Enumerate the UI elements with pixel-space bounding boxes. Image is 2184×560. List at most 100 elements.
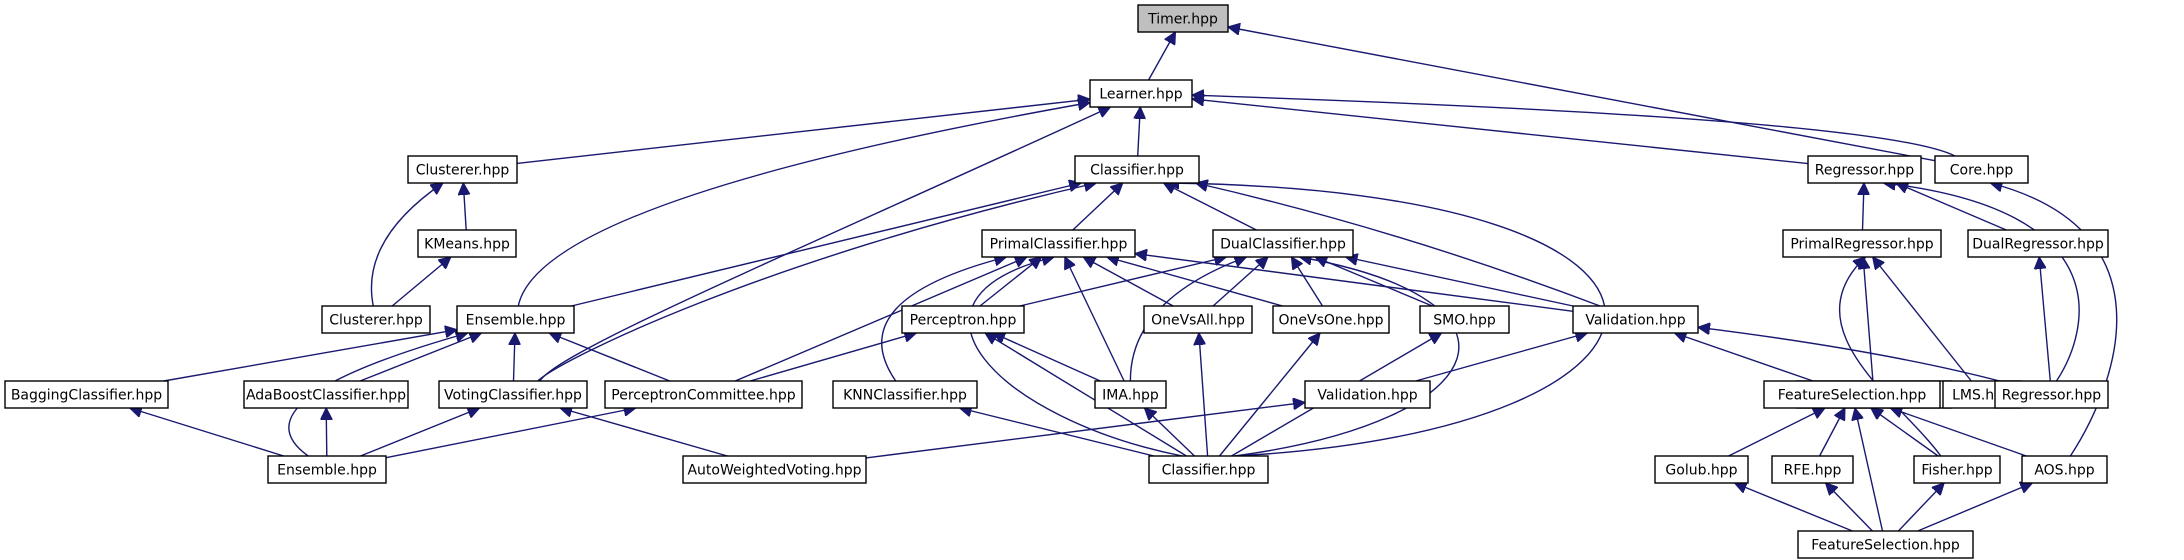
node-box[interactable] [417, 229, 517, 258]
node-box[interactable] [1771, 455, 1854, 484]
node-featureselection_h[interactable]: FeatureSelection.hpp [1763, 380, 1941, 409]
node-box[interactable] [4, 380, 169, 409]
node-box[interactable] [438, 380, 588, 409]
node-classifier_b[interactable]: Classifier.hpp [1148, 455, 1269, 484]
node-box[interactable] [456, 305, 575, 334]
edge-bagging-to-ensemble_h [163, 330, 457, 382]
edge-aos-to-core [1990, 183, 2118, 457]
edge-primalregressor-to-regressor_h [1863, 183, 1865, 231]
node-box[interactable] [1094, 380, 1167, 409]
node-onevsall[interactable]: OneVsAll.hpp [1143, 305, 1253, 334]
node-dualclassifier[interactable]: DualClassifier.hpp [1212, 229, 1354, 258]
node-ensemble_h[interactable]: Ensemble.hpp [456, 305, 575, 334]
node-box[interactable] [1419, 305, 1510, 334]
node-featureselection_b[interactable]: FeatureSelection.hpp [1797, 530, 1974, 559]
node-validation_h[interactable]: Validation.hpp [1572, 305, 1699, 334]
node-box[interactable] [1212, 229, 1354, 258]
node-ima[interactable]: IMA.hpp [1094, 380, 1167, 409]
node-bagging[interactable]: BaggingClassifier.hpp [4, 380, 169, 409]
node-label: OneVsOne.hpp [1279, 313, 1384, 329]
node-box[interactable] [1797, 530, 1974, 559]
node-box[interactable] [901, 305, 1025, 334]
node-box[interactable] [1994, 380, 2109, 409]
node-label: KMeans.hpp [424, 237, 510, 253]
node-box[interactable] [1763, 380, 1941, 409]
node-autoweightedvoting[interactable]: AutoWeightedVoting.hpp [682, 455, 867, 484]
node-box[interactable] [1807, 155, 1922, 184]
node-clusterer_h[interactable]: Clusterer.hpp [407, 155, 518, 184]
edge-voting-to-ensemble_h [514, 333, 516, 382]
node-label: FeatureSelection.hpp [1778, 388, 1927, 404]
node-regressor_h[interactable]: Regressor.hpp [1807, 155, 1922, 184]
node-box[interactable] [1272, 305, 1390, 334]
node-box[interactable] [1137, 4, 1229, 33]
edge-regressor_b-to-dualregressor [2039, 257, 2051, 382]
node-kmeans[interactable]: KMeans.hpp [417, 229, 517, 258]
node-core[interactable]: Core.hpp [1934, 155, 2029, 184]
node-classifier_h[interactable]: Classifier.hpp [1074, 155, 1200, 184]
node-box[interactable] [832, 380, 978, 409]
node-regressor_b[interactable]: Regressor.hpp [1994, 380, 2109, 409]
edge-rfe-to-featureselection_h [1818, 408, 1845, 457]
node-label: Core.hpp [1950, 163, 2014, 179]
node-box[interactable] [1782, 229, 1942, 258]
node-fisher[interactable]: Fisher.hpp [1913, 455, 2001, 484]
node-perceptron[interactable]: Perceptron.hpp [901, 305, 1025, 334]
node-label: IMA.hpp [1102, 388, 1159, 404]
edge-ensemble_b-to-bagging [130, 408, 284, 457]
node-box[interactable] [682, 455, 867, 484]
node-label: SMO.hpp [1433, 313, 1496, 329]
node-label: OneVsAll.hpp [1151, 313, 1245, 329]
node-dualregressor[interactable]: DualRegressor.hpp [1967, 229, 2109, 258]
edge-ensemble_h-to-learner [517, 103, 1090, 307]
node-box[interactable] [1572, 305, 1699, 334]
node-box[interactable] [1074, 155, 1200, 184]
node-label: Timer.hpp [1147, 12, 1218, 28]
node-primalclassifier[interactable]: PrimalClassifier.hpp [981, 229, 1136, 258]
node-box[interactable] [1913, 455, 2001, 484]
edge-validation_b-to-validation_h [1415, 333, 1588, 382]
node-box[interactable] [1089, 79, 1193, 108]
node-timer[interactable]: Timer.hpp [1137, 4, 1229, 33]
node-primalregressor[interactable]: PrimalRegressor.hpp [1782, 229, 1942, 258]
node-learner[interactable]: Learner.hpp [1089, 79, 1193, 108]
node-box[interactable] [321, 305, 431, 334]
node-box[interactable] [243, 380, 409, 409]
edge-voting-to-classifier_h [537, 183, 1096, 382]
node-adaboost[interactable]: AdaBoostClassifier.hpp [243, 380, 409, 409]
node-ensemble_b[interactable]: Ensemble.hpp [267, 455, 387, 484]
node-smo[interactable]: SMO.hpp [1419, 305, 1510, 334]
node-golub[interactable]: Golub.hpp [1654, 455, 1749, 484]
node-box[interactable] [981, 229, 1136, 258]
node-clusterer_b[interactable]: Clusterer.hpp [321, 305, 431, 334]
node-box[interactable] [604, 380, 803, 409]
node-label: KNNClassifier.hpp [843, 388, 967, 404]
edge-classifier_b-to-ima [1145, 408, 1195, 457]
node-box[interactable] [1934, 155, 2029, 184]
edge-clusterer_b-to-kmeans [391, 257, 451, 307]
node-box[interactable] [2021, 455, 2108, 484]
edge-dualclassifier-to-classifier_h [1164, 182, 1257, 231]
node-aos[interactable]: AOS.hpp [2021, 455, 2108, 484]
node-box[interactable] [1148, 455, 1269, 484]
node-voting[interactable]: VotingClassifier.hpp [438, 380, 588, 409]
node-rfe[interactable]: RFE.hpp [1771, 455, 1854, 484]
node-box[interactable] [1143, 305, 1253, 334]
node-box[interactable] [267, 455, 387, 484]
node-box[interactable] [1654, 455, 1749, 484]
node-label: AdaBoostClassifier.hpp [246, 388, 406, 404]
edge-ima-to-perceptron [993, 333, 1101, 382]
node-perceptroncommittee[interactable]: PerceptronCommittee.hpp [604, 380, 803, 409]
node-box[interactable] [407, 155, 518, 184]
node-label: Learner.hpp [1099, 87, 1182, 103]
edge-learner-to-timer [1147, 32, 1176, 81]
edge-classifier_b-to-perceptron [985, 333, 1187, 457]
edge-featureselection_b-to-aos [1917, 483, 2033, 532]
node-onevsone[interactable]: OneVsOne.hpp [1272, 305, 1390, 334]
node-box[interactable] [1967, 229, 2109, 258]
node-label: Regressor.hpp [1815, 163, 1914, 179]
node-knnclassifier[interactable]: KNNClassifier.hpp [832, 380, 978, 409]
node-box[interactable] [1304, 380, 1431, 409]
node-validation_b[interactable]: Validation.hpp [1304, 380, 1431, 409]
